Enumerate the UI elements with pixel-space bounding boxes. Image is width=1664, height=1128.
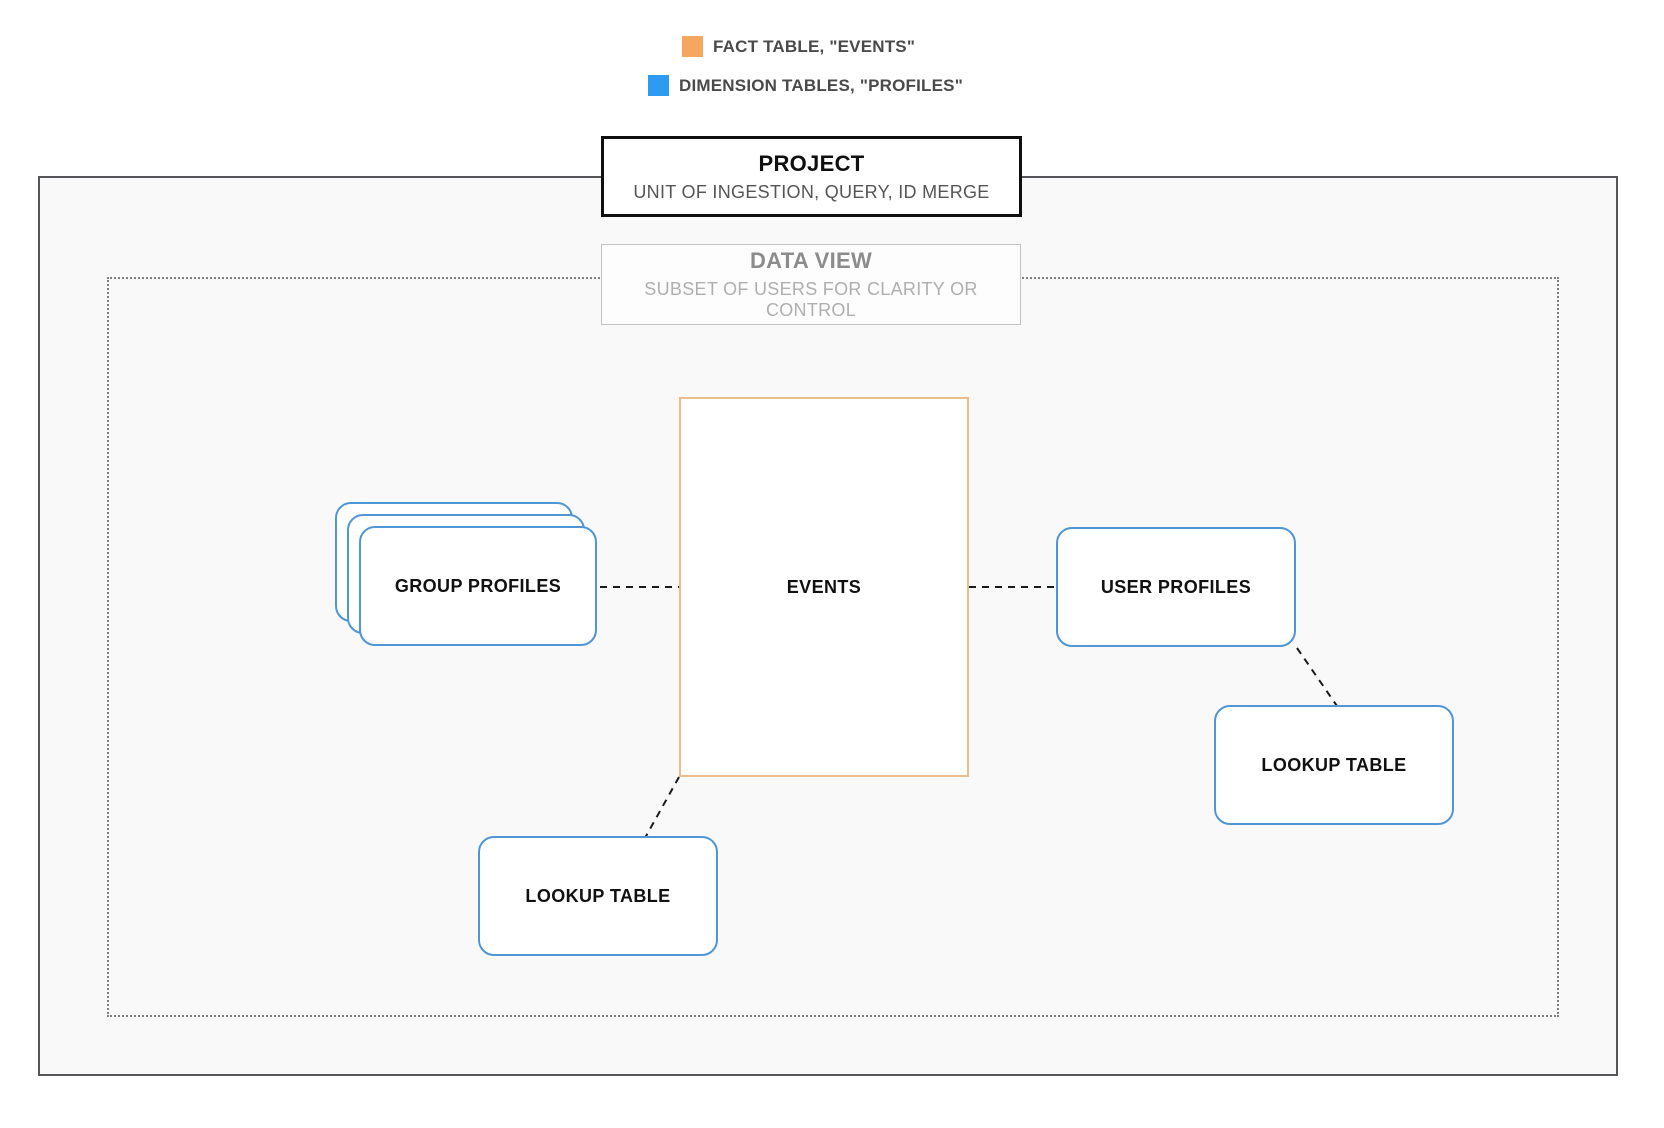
legend-label-dimension: DIMENSION TABLES, "PROFILES" — [679, 75, 963, 95]
legend-item-dimension: DIMENSION TABLES, "PROFILES" — [648, 75, 963, 96]
node-events: EVENTS — [679, 397, 969, 777]
project-header-box: PROJECT UNIT OF INGESTION, QUERY, ID MER… — [601, 136, 1022, 217]
group-profiles-card-front: GROUP PROFILES — [359, 526, 597, 646]
data-view-title: DATA VIEW — [749, 248, 873, 273]
node-lookup-table-bottom: LOOKUP TABLE — [478, 836, 718, 956]
data-view-header-box: DATA VIEW SUBSET OF USERS FOR CLARITY OR… — [601, 244, 1021, 325]
project-subtitle: UNIT OF INGESTION, QUERY, ID MERGE — [633, 181, 990, 202]
fact-table-swatch-icon — [682, 36, 703, 57]
dimension-tables-swatch-icon — [648, 75, 669, 96]
node-lookup-table-bottom-label: LOOKUP TABLE — [525, 885, 671, 906]
node-lookup-table-right-label: LOOKUP TABLE — [1261, 754, 1407, 775]
data-view-subtitle: SUBSET OF USERS FOR CLARITY OR CONTROL — [644, 279, 978, 320]
node-group-profiles-label: GROUP PROFILES — [394, 575, 562, 596]
node-lookup-table-right: LOOKUP TABLE — [1214, 705, 1454, 825]
node-events-label: EVENTS — [786, 576, 862, 597]
legend-label-fact: FACT TABLE, "EVENTS" — [713, 36, 916, 56]
node-user-profiles: USER PROFILES — [1056, 527, 1296, 647]
node-group-profiles: GROUP PROFILES — [335, 502, 599, 648]
node-user-profiles-label: USER PROFILES — [1100, 576, 1252, 597]
project-title: PROJECT — [758, 150, 865, 176]
legend-item-fact: FACT TABLE, "EVENTS" — [682, 36, 915, 57]
